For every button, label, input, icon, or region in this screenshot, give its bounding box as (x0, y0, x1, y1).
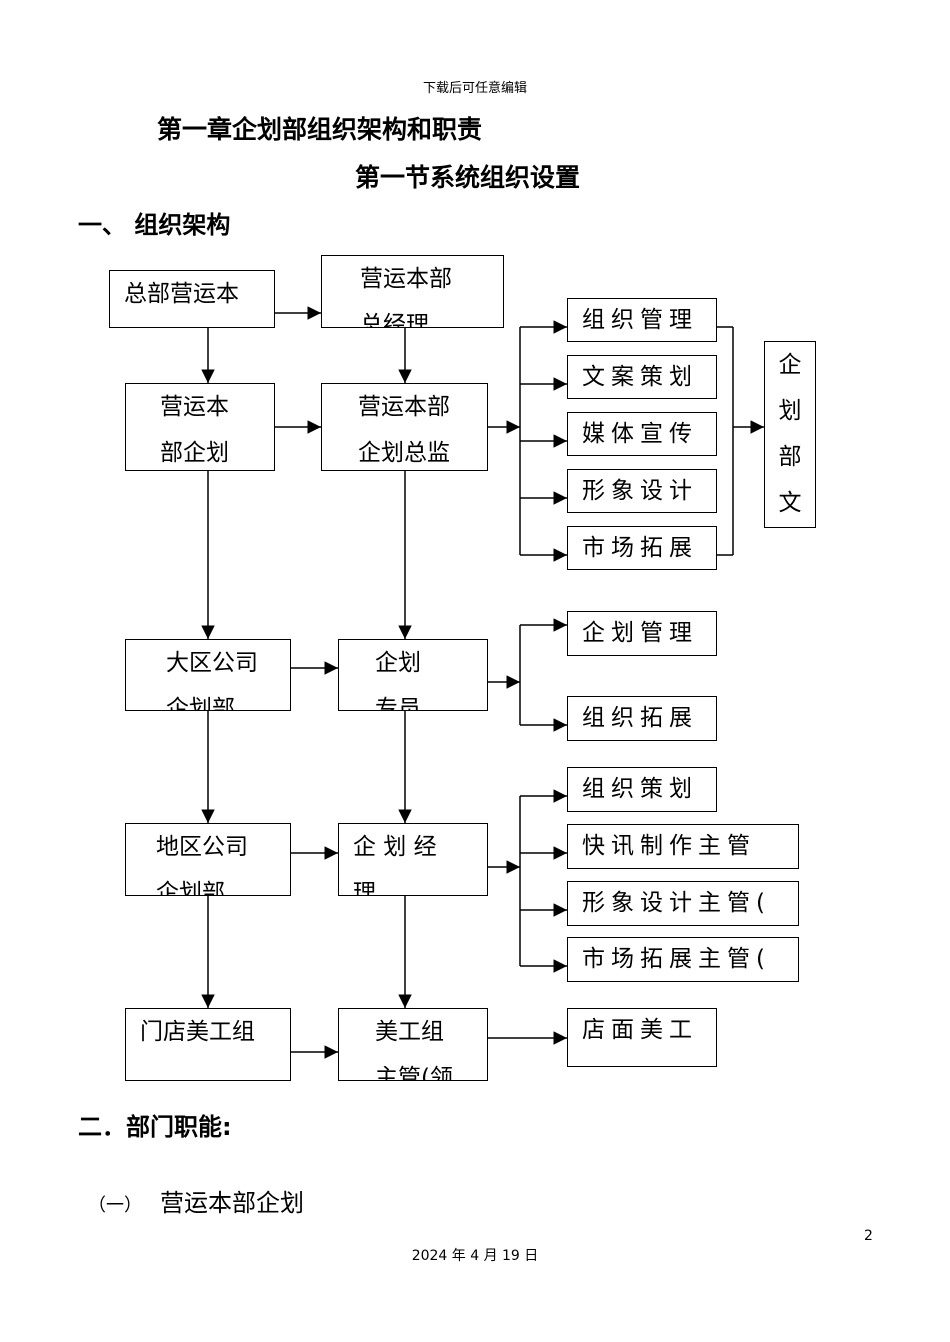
role-market-expansion-label: 市场拓展 (582, 535, 698, 561)
page-number: 2 (864, 1228, 873, 1244)
role-planning-management: 企划管理 (567, 611, 717, 656)
role-market-expansion-supervisor-label: 市场拓展主管( (582, 946, 771, 972)
box-ops-gm-line2: 总经理 (360, 312, 429, 328)
role-media-promotion-label: 媒体宣传 (582, 421, 698, 447)
box-ops-gm-line1: 营运本部 (360, 266, 452, 292)
planning-dept-char3: 部 (778, 444, 802, 470)
role-newsletter-supervisor: 快讯制作主管 (567, 824, 799, 869)
box-art-supervisor: 美工组 主管(领 (338, 1008, 488, 1081)
role-org-planning: 组织策划 (567, 767, 717, 812)
sub-heading-number: （一） (88, 1195, 142, 1216)
box-art-supervisor-line1: 美工组 (375, 1019, 444, 1045)
box-planning-dept: 企 划 部 文 (764, 341, 816, 528)
box-store-artist: 店面美工 (567, 1008, 717, 1067)
box-hq-ops: 总部营运本 (109, 270, 275, 328)
box-ops-planning: 营运本 部企划 (125, 383, 275, 471)
role-org-expansion: 组织拓展 (567, 696, 717, 741)
planning-dept-char1: 企 (778, 352, 802, 378)
role-market-expansion: 市场拓展 (567, 526, 717, 570)
box-ops-planning-line1: 营运本 (160, 394, 229, 420)
box-planning-specialist: 企划 专员 (338, 639, 488, 711)
box-area-planning: 地区公司 企划部 (125, 823, 291, 896)
role-image-design: 形象设计 (567, 469, 717, 513)
role-copywriting-label: 文案策划 (582, 364, 698, 390)
box-store-art-group: 门店美工组 (125, 1008, 291, 1081)
box-hq-ops-line1: 总部营运本 (124, 281, 239, 307)
box-ops-planning-line2: 部企划 (160, 440, 229, 466)
role-planning-management-label: 企划管理 (582, 620, 698, 646)
role-media-promotion: 媒体宣传 (567, 412, 717, 456)
chapter-title: 第一章企划部组织架构和职责 (157, 115, 483, 144)
role-org-management-label: 组织管理 (582, 307, 698, 333)
box-store-art-group-line1: 门店美工组 (140, 1019, 255, 1045)
box-planning-specialist-line1: 企划 (375, 650, 421, 676)
role-org-expansion-label: 组织拓展 (582, 705, 698, 731)
sub-heading-text: 营运本部企划 (160, 1189, 304, 1217)
planning-dept-char2: 划 (778, 398, 802, 424)
role-org-planning-label: 组织策划 (582, 776, 698, 802)
role-image-design-label: 形象设计 (582, 478, 698, 504)
box-ops-gm: 营运本部 总经理 (321, 255, 504, 328)
box-ops-director-line2: 企划总监 (358, 440, 450, 466)
role-copywriting: 文案策划 (567, 355, 717, 399)
box-region-planning-line1: 大区公司 (166, 650, 258, 676)
header-note: 下载后可任意编辑 (422, 81, 527, 96)
box-planning-specialist-line2: 专员 (375, 696, 421, 711)
box-region-planning-line2: 企划部 (166, 696, 235, 711)
box-region-planning: 大区公司 企划部 (125, 639, 291, 711)
heading-org-structure: 一、 组织架构 (78, 211, 231, 239)
planning-dept-char4: 文 (778, 490, 802, 516)
section-title: 第一节系统组织设置 (355, 163, 581, 192)
box-ops-director-line1: 营运本部 (358, 394, 450, 420)
role-image-design-supervisor-label: 形象设计主管( (582, 890, 771, 916)
box-art-supervisor-line2: 主管(领 (375, 1065, 453, 1081)
box-area-planning-line2: 企划部 (156, 880, 225, 896)
role-newsletter-supervisor-label: 快讯制作主管 (582, 833, 756, 859)
role-org-management: 组织管理 (567, 298, 717, 342)
box-planning-manager: 企 划 经 理 (338, 823, 488, 896)
box-ops-director: 营运本部 企划总监 (321, 383, 488, 471)
heading-dept-functions: 二．部门职能: (78, 1113, 232, 1141)
box-planning-manager-line2: 理 (353, 880, 376, 896)
role-image-design-supervisor: 形象设计主管( (567, 881, 799, 926)
footer-date: 2024 年 4 月 19 日 (411, 1248, 539, 1264)
sub-heading: （一） 营运本部企划 (88, 1183, 304, 1218)
box-planning-manager-line1: 企 划 经 (353, 834, 437, 860)
role-market-expansion-supervisor: 市场拓展主管( (567, 937, 799, 982)
box-area-planning-line1: 地区公司 (156, 834, 248, 860)
box-store-artist-label: 店面美工 (582, 1017, 698, 1043)
